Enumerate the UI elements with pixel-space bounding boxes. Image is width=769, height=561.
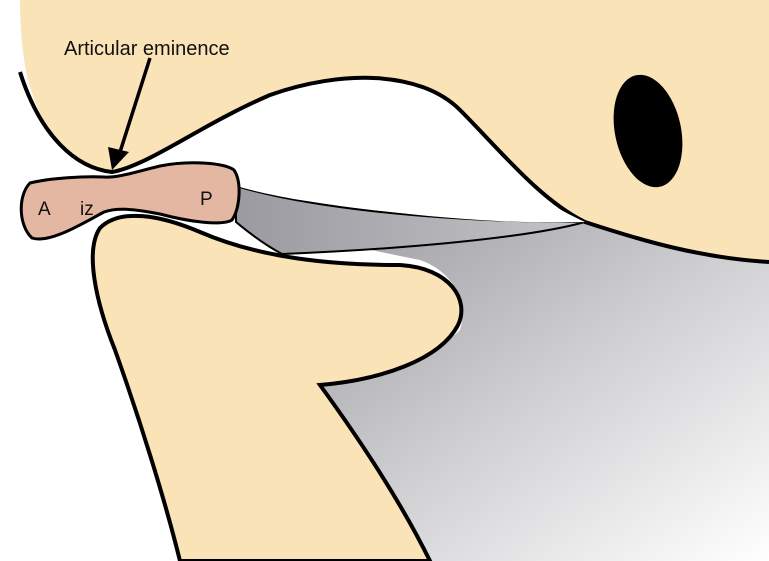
label-disc-anterior: A	[38, 199, 51, 220]
label-articular-eminence: Articular eminence	[64, 38, 230, 60]
label-disc-intermediate-zone: iz	[80, 199, 94, 220]
label-disc-posterior: P	[200, 189, 213, 210]
